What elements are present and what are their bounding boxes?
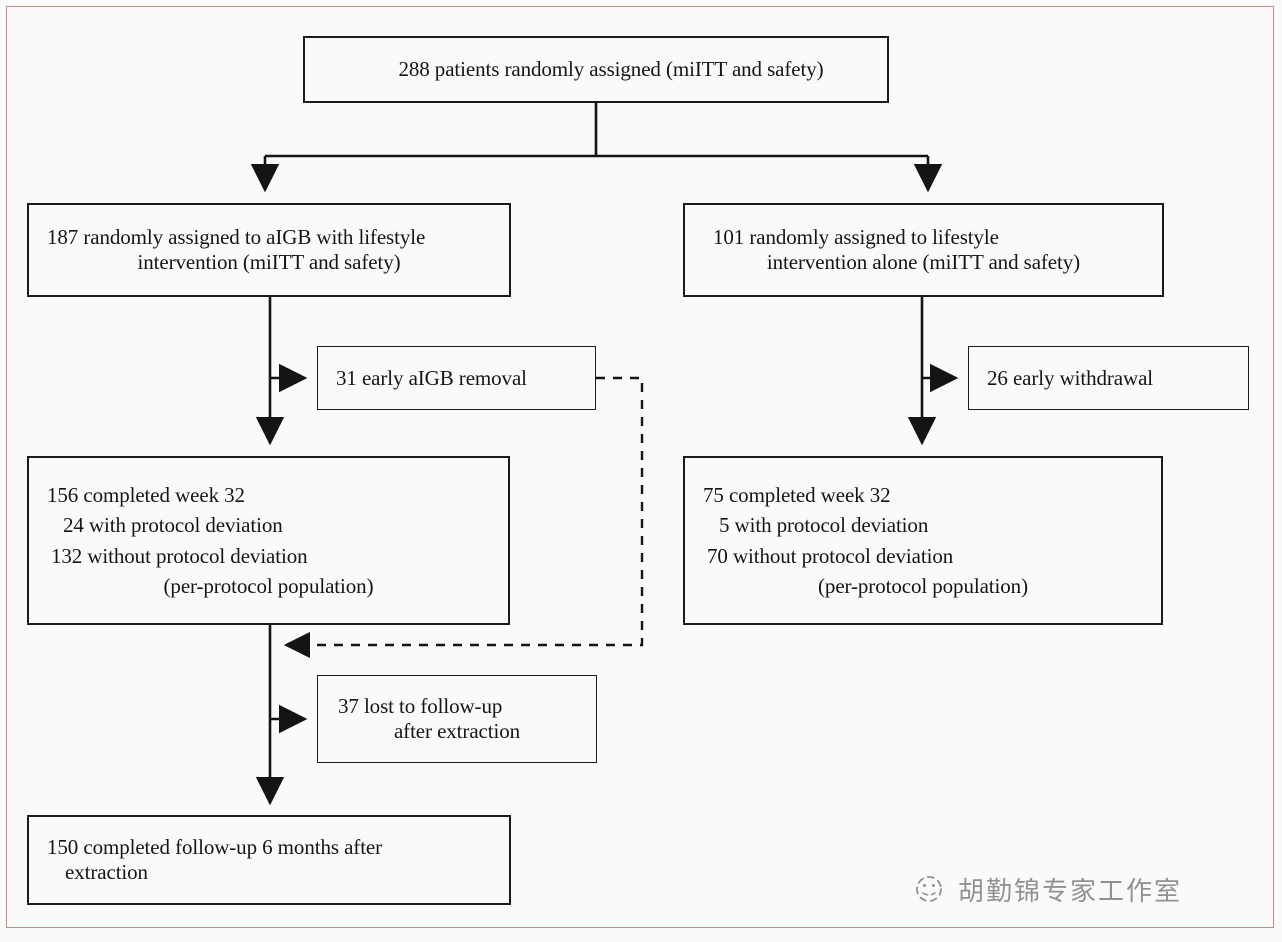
node-arm-aigb-line-1: 187 randomly assigned to aIGB with lifes…: [47, 225, 426, 249]
node-arm-lifestyle-line-2: intervention alone (miITT and safety): [766, 250, 1081, 274]
node-enrollment: 288 patients randomly assigned (miITT an…: [303, 36, 889, 103]
node-arm-aigb-line-2: intervention (miITT and safety): [137, 250, 401, 274]
node-arm-lifestyle-line-1: 101 randomly assigned to lifestyle: [713, 225, 999, 249]
node-early-withdrawal: 26 early withdrawal: [968, 346, 1249, 410]
smiley-circle-icon: [912, 872, 946, 906]
edge-early-removal-rejoin: [283, 376, 644, 659]
node-week32-aigb: 156 completed week 32 24 with protocol d…: [27, 456, 510, 625]
node-week32-aigb-line-2: 24 with protocol deviation: [63, 513, 283, 538]
node-lost-followup-line-2: after extraction: [393, 719, 521, 743]
node-week32-lifestyle-line-2: 5 with protocol deviation: [719, 513, 929, 538]
node-arm-lifestyle: 101 randomly assigned to lifestyle inter…: [683, 203, 1164, 297]
node-arm-aigb: 187 randomly assigned to aIGB with lifes…: [27, 203, 511, 297]
node-week32-aigb-line-4: (per-protocol population): [163, 573, 374, 598]
node-week32-lifestyle-line-4: (per-protocol population): [818, 573, 1028, 598]
node-enrollment-line-1: 288 patients randomly assigned (miITT an…: [398, 57, 824, 81]
watermark-text: 胡勤锦专家工作室: [958, 876, 1183, 907]
watermark: 胡勤锦专家工作室: [912, 862, 1252, 916]
node-week32-aigb-line-3: 132 without protocol deviation: [51, 543, 308, 568]
node-week32-lifestyle: 75 completed week 32 5 with protocol dev…: [683, 456, 1163, 625]
node-week32-aigb-line-1: 156 completed week 32: [47, 482, 245, 507]
node-completed-followup-line-2: extraction: [65, 860, 148, 884]
node-lost-followup-line-1: 37 lost to follow-up: [338, 694, 503, 718]
node-week32-lifestyle-line-3: 70 without protocol deviation: [707, 543, 954, 568]
node-completed-followup-line-1: 150 completed follow-up 6 months after: [47, 835, 383, 859]
node-completed-followup: 150 completed follow-up 6 months after e…: [27, 815, 511, 905]
node-week32-lifestyle-line-1: 75 completed week 32: [703, 482, 891, 507]
node-early-removal-line-1: 31 early aIGB removal: [336, 365, 527, 390]
node-lost-followup: 37 lost to follow-up after extraction: [317, 675, 597, 763]
node-early-removal: 31 early aIGB removal: [317, 346, 596, 410]
node-early-withdrawal-line-1: 26 early withdrawal: [987, 365, 1154, 390]
